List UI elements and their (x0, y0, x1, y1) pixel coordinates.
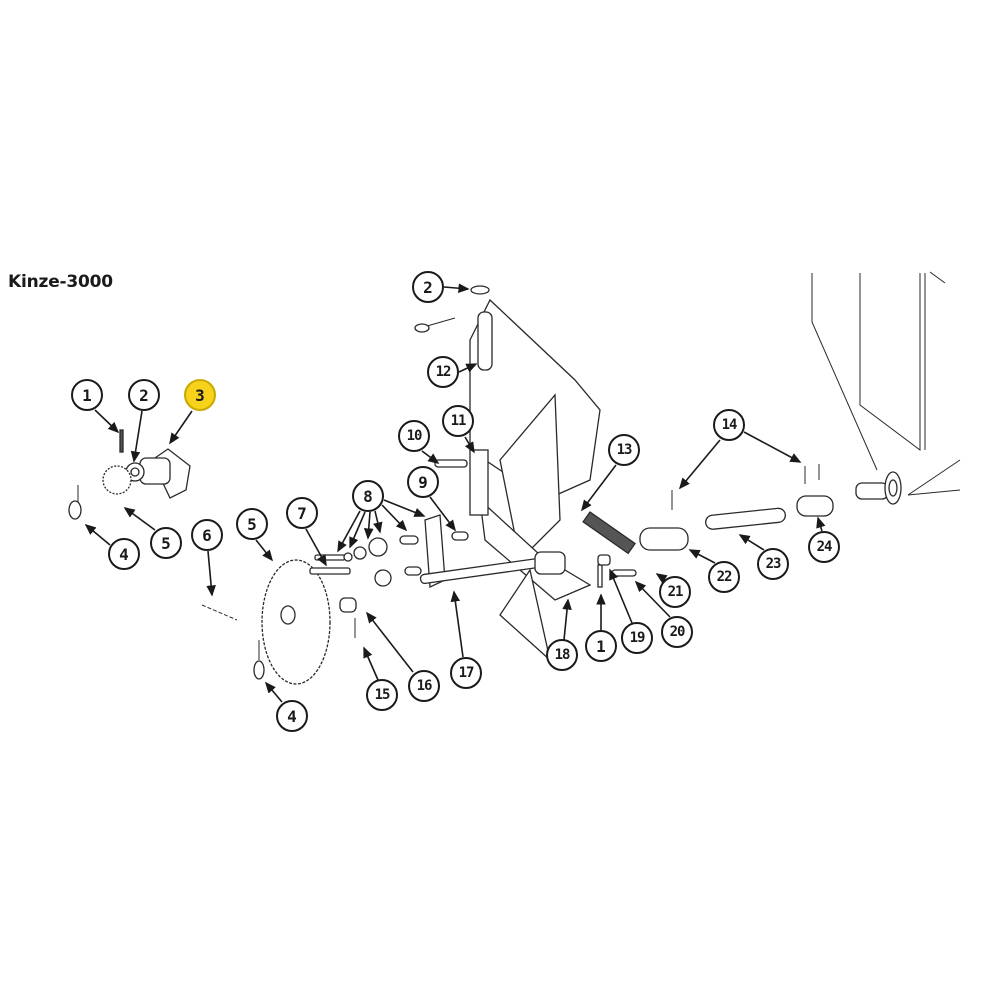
part-callout-11[interactable]: 11 (442, 405, 474, 437)
chain-part-6 (201, 604, 238, 621)
part-callout-14[interactable]: 14 (713, 409, 745, 441)
part-callout-4[interactable]: 4 (276, 700, 308, 732)
diagram-title: Kinze-3000 (8, 272, 113, 292)
part-callout-16[interactable]: 16 (408, 670, 440, 702)
part-callout-1[interactable]: 1 (585, 630, 617, 662)
couplers-and-shaft (639, 464, 834, 551)
part-callout-5[interactable]: 5 (236, 508, 268, 540)
part-callout-20[interactable]: 20 (661, 616, 693, 648)
part-callout-1[interactable]: 1 (71, 379, 103, 411)
part-callout-21[interactable]: 21 (659, 576, 691, 608)
hopper-frame (811, 271, 961, 496)
part-callout-18[interactable]: 18 (546, 639, 578, 671)
part-callout-10[interactable]: 10 (398, 420, 430, 452)
part-callout-3-selected[interactable]: 3 (184, 379, 216, 411)
part-callout-17[interactable]: 17 (450, 657, 482, 689)
part-callout-22[interactable]: 22 (708, 561, 740, 593)
part-callout-5[interactable]: 5 (150, 527, 182, 559)
part-callout-8[interactable]: 8 (352, 480, 384, 512)
part-callout-23[interactable]: 23 (757, 548, 789, 580)
part-callout-24[interactable]: 24 (808, 531, 840, 563)
part-callout-6[interactable]: 6 (191, 519, 223, 551)
mounting-bracket (414, 285, 601, 662)
part-callout-2[interactable]: 2 (128, 379, 160, 411)
part-callout-4[interactable]: 4 (108, 538, 140, 570)
arm-parts-19-21 (582, 511, 637, 588)
part-callout-13[interactable]: 13 (608, 434, 640, 466)
part-callout-9[interactable]: 9 (407, 466, 439, 498)
shaft-part-17 (419, 551, 566, 585)
drive-shaft-stub (855, 471, 902, 505)
part-callout-2[interactable]: 2 (412, 271, 444, 303)
leader-lines (84, 283, 826, 703)
part-callout-7[interactable]: 7 (286, 497, 318, 529)
collar-part-16 (339, 597, 357, 638)
bearing-housing-part-3 (102, 429, 191, 499)
hair-pin-part-4-lower (253, 640, 265, 680)
part-callout-19[interactable]: 19 (621, 622, 653, 654)
part-callout-12[interactable]: 12 (427, 356, 459, 388)
hair-pin-part-4 (68, 485, 82, 520)
part-callout-15[interactable]: 15 (366, 679, 398, 711)
large-sprocket-part-5 (261, 559, 331, 685)
